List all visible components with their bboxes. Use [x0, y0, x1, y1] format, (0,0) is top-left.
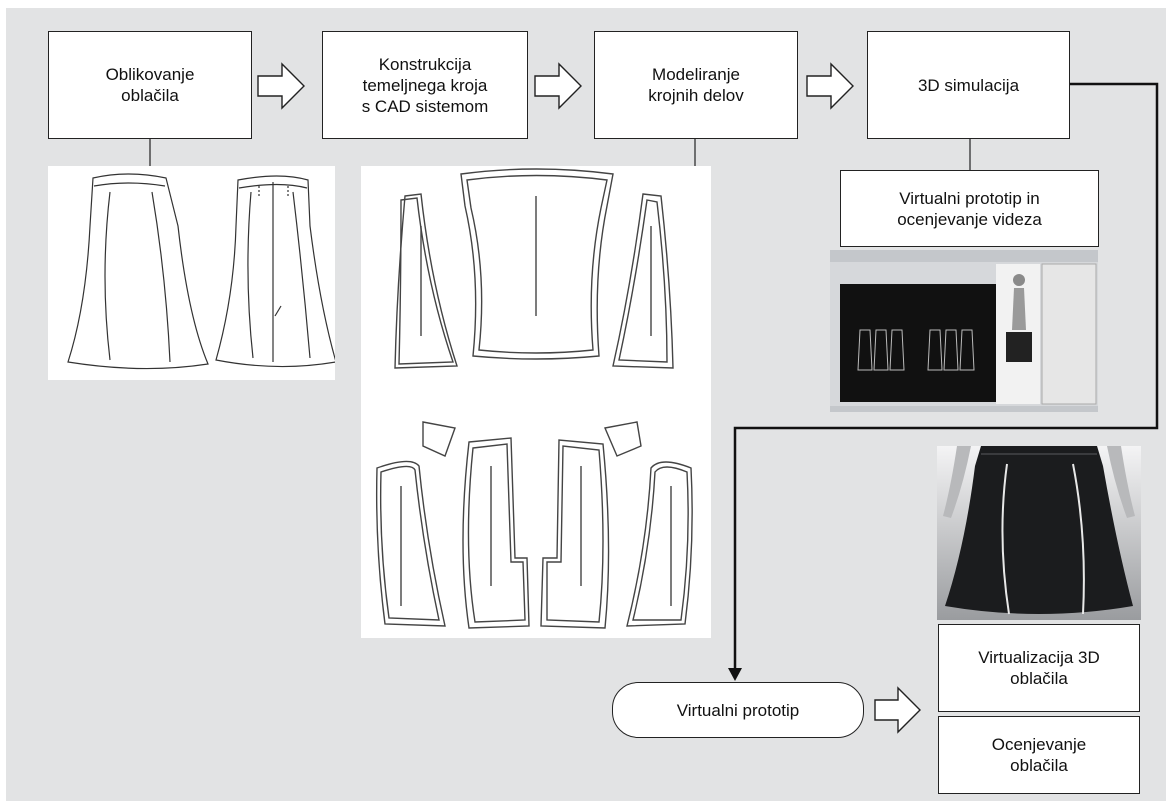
outcome-box-virtualization: Virtualizacija 3D oblačila: [938, 624, 1140, 712]
3d-render-panel: [937, 446, 1141, 620]
pattern-pieces-panel: [361, 166, 711, 638]
virtual-prototype-label: Virtualni prototip: [676, 700, 800, 720]
cad-screenshot-icon: [830, 250, 1098, 412]
flow-arrowhead: [728, 668, 742, 681]
flow-path: [733, 82, 1159, 668]
step-label-construction: Konstrukcija temeljnega kroja s CAD sist…: [361, 54, 489, 116]
arrow-right-icon: [806, 62, 854, 110]
step-label-modeling: Modeliranje krojnih delov: [648, 65, 744, 105]
3d-skirt-render-icon: [937, 446, 1141, 620]
step-box-modeling: Modeliranje krojnih delov: [594, 31, 798, 139]
sub-step-box: Virtualni prototip in ocenjevanje videza: [840, 170, 1099, 247]
step-box-construction: Konstrukcija temeljnega kroja s CAD sist…: [322, 31, 528, 139]
outcome-box-evaluation: Ocenjevanje oblačila: [938, 716, 1140, 794]
virtual-prototype-pill: Virtualni prototip: [612, 682, 864, 738]
skirt-sketch-icon: [67, 173, 335, 370]
outcome-label-evaluation: Ocenjevanje oblačila: [991, 735, 1087, 775]
outcome-label-virtualization: Virtualizacija 3D oblačila: [978, 648, 1100, 688]
pattern-pieces-icon: [375, 168, 693, 629]
step-label-3d-simulation: 3D simulacija: [917, 75, 1020, 95]
step-box-3d-simulation: 3D simulacija: [867, 31, 1070, 139]
step-box-design: Oblikovanje oblačila: [48, 31, 252, 139]
skirt-sketch-panel: [48, 166, 335, 380]
arrow-right-icon: [257, 62, 305, 110]
cad-screenshot-panel: [830, 250, 1098, 412]
arrow-right-icon: [534, 62, 582, 110]
sub-step-label: Virtualni prototip in ocenjevanje videza: [897, 188, 1042, 229]
step-label-design: Oblikovanje oblačila: [105, 65, 195, 105]
arrow-right-icon: [874, 686, 921, 734]
